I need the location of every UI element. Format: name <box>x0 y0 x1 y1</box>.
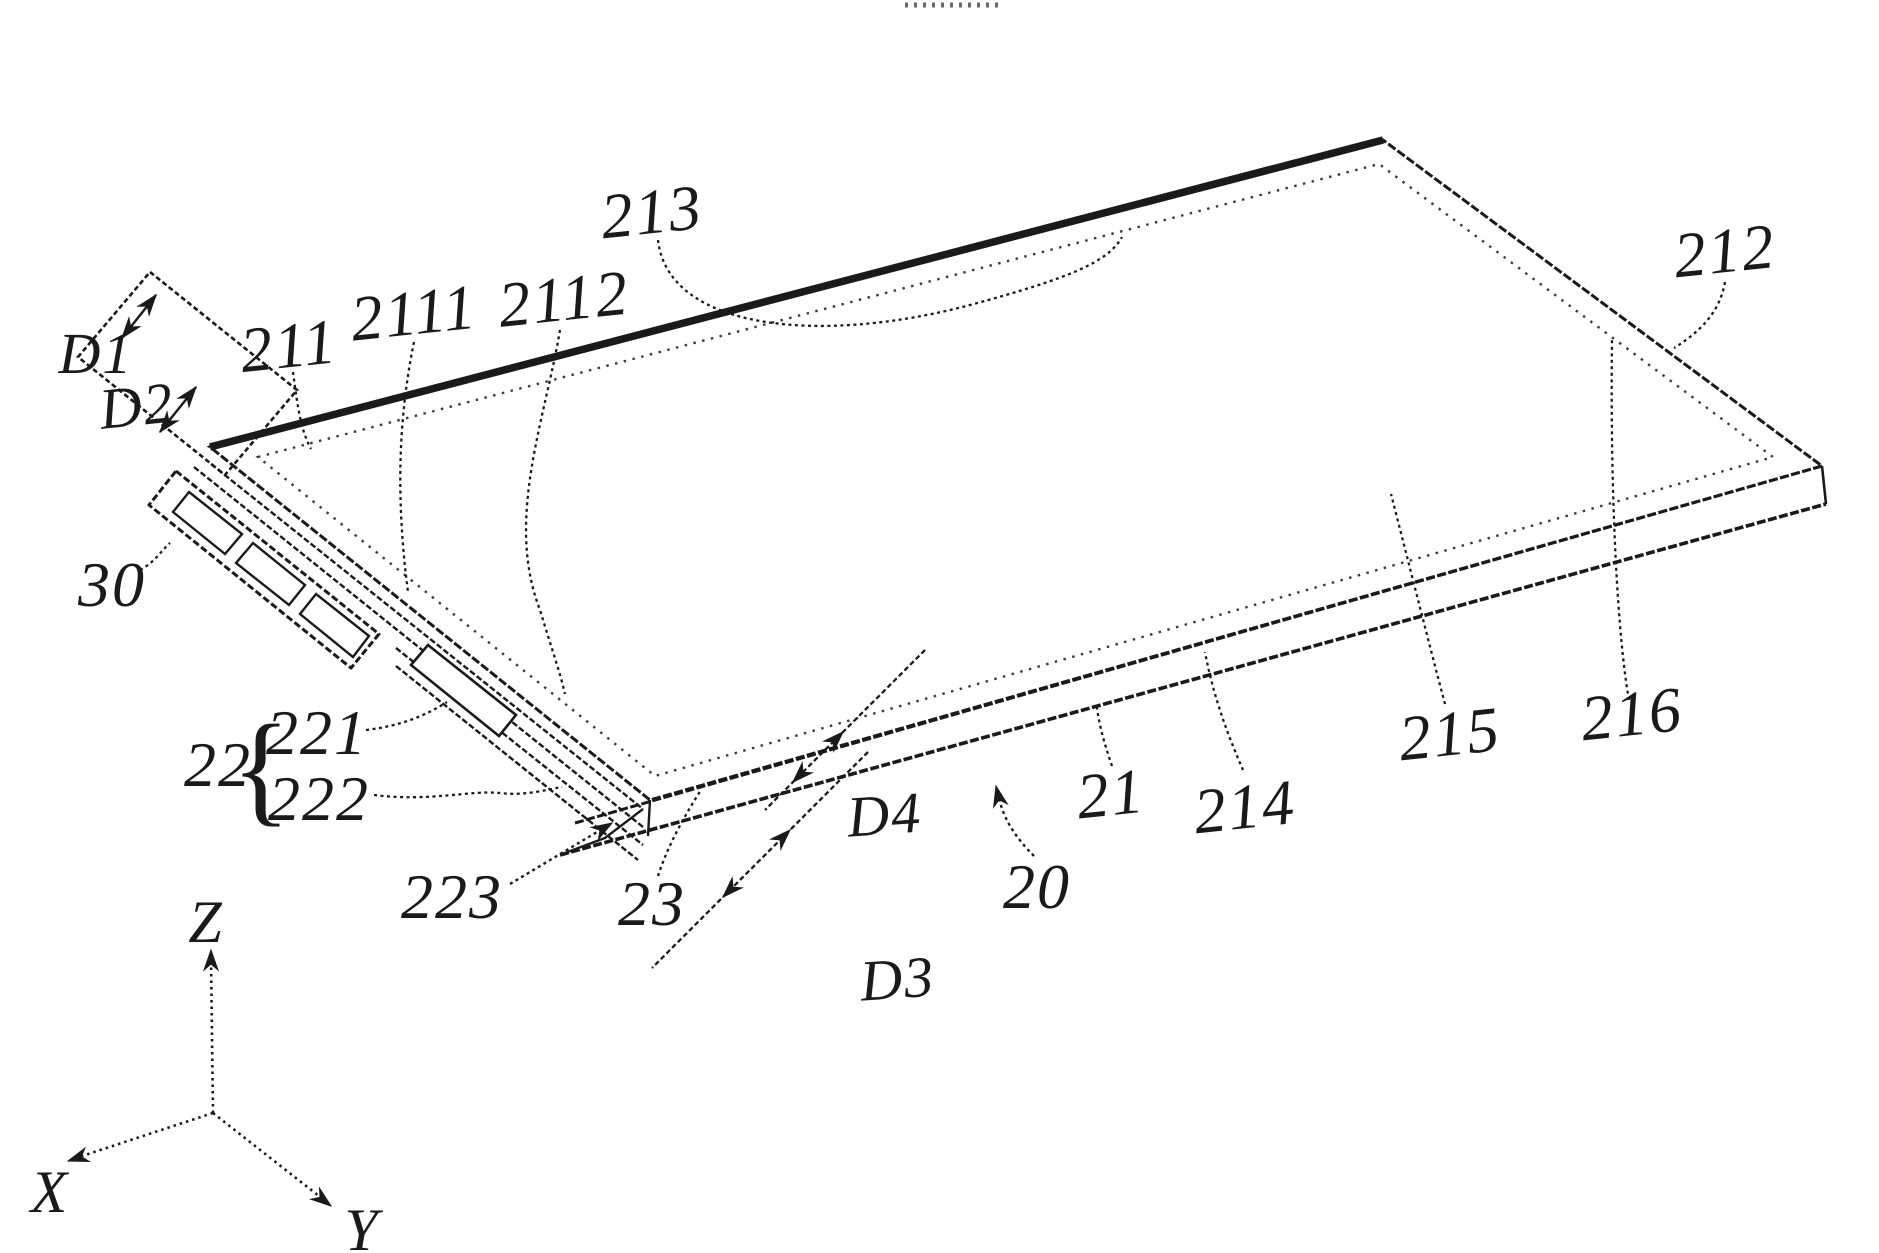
leader-23 <box>656 789 702 877</box>
stack-line-1 <box>210 463 644 810</box>
x-axis-line <box>75 1111 214 1160</box>
leader-215 <box>1389 493 1447 705</box>
dimension-d4 <box>764 649 926 811</box>
ref-label-211: 211 <box>237 305 341 386</box>
connector-outline <box>147 469 381 670</box>
tab-outline <box>76 270 299 477</box>
ref-label-20: 20 <box>1003 851 1071 922</box>
dimension-d3 <box>651 751 869 969</box>
ref-label-216: 216 <box>1577 673 1686 754</box>
connector-pad-2 <box>234 541 307 607</box>
right-corner-thickness-edge <box>1820 465 1828 505</box>
ref-label-30: 30 <box>77 549 146 620</box>
y-axis-line <box>212 1111 325 1202</box>
ref-label-215: 215 <box>1395 693 1504 774</box>
leader-212 <box>1673 281 1727 349</box>
ref-label-d2: D2 <box>95 369 177 442</box>
dimension-d1 <box>116 290 162 343</box>
dimension-d2 <box>154 382 202 437</box>
ref-label-23: 23 <box>618 868 686 939</box>
leader-21 <box>1095 707 1114 767</box>
ref-label-222: 222 <box>268 763 370 834</box>
ref-label-22: 22 <box>184 729 252 800</box>
leader-2112 <box>524 329 567 695</box>
axis-label-y: Y <box>344 1197 383 1253</box>
driver-ic-pad <box>409 643 518 738</box>
ref-label-223: 223 <box>401 861 503 932</box>
leader-221 <box>365 701 448 732</box>
connector-pad-1 <box>171 490 244 556</box>
connector-pad-3 <box>298 592 371 659</box>
connector-30 <box>147 469 381 670</box>
leader-30 <box>139 542 171 572</box>
y-axis-arrowhead <box>310 1187 336 1213</box>
stack-line-2 <box>193 466 644 828</box>
ref-label-d1: D1 <box>58 321 134 386</box>
ref-label-212: 212 <box>1670 210 1779 291</box>
ref-label-214: 214 <box>1190 766 1299 847</box>
ref-label-d3: D3 <box>857 944 937 1014</box>
leader-2111 <box>399 341 416 593</box>
leader-lines <box>139 236 1727 877</box>
axis-label-z: Z <box>188 889 223 955</box>
side-face-top-line <box>574 464 1823 825</box>
axis-label-x: X <box>29 1159 70 1225</box>
brace-22: { <box>231 700 291 837</box>
ref-label-221: 221 <box>266 697 368 768</box>
leader-222 <box>373 785 563 799</box>
leader-216 <box>1610 339 1631 701</box>
ref-label-2112: 2112 <box>495 256 633 340</box>
coordinate-axes <box>65 949 336 1213</box>
leader-211 <box>291 371 313 450</box>
ref-label-21: 21 <box>1073 755 1148 833</box>
south-corner-thickness-edge <box>646 799 652 837</box>
ref-label-213: 213 <box>597 171 706 252</box>
leader-214 <box>1203 651 1245 771</box>
x-axis-arrowhead <box>65 1147 90 1169</box>
z-axis-line <box>209 957 215 1114</box>
ref-label-2111: 2111 <box>347 271 480 355</box>
leader-213 <box>656 236 1124 328</box>
ref-label-d4: D4 <box>844 780 924 850</box>
arrow-leader-20 <box>988 783 1035 857</box>
tail-end-face <box>564 808 644 855</box>
arrow-leader-223 <box>509 816 617 886</box>
